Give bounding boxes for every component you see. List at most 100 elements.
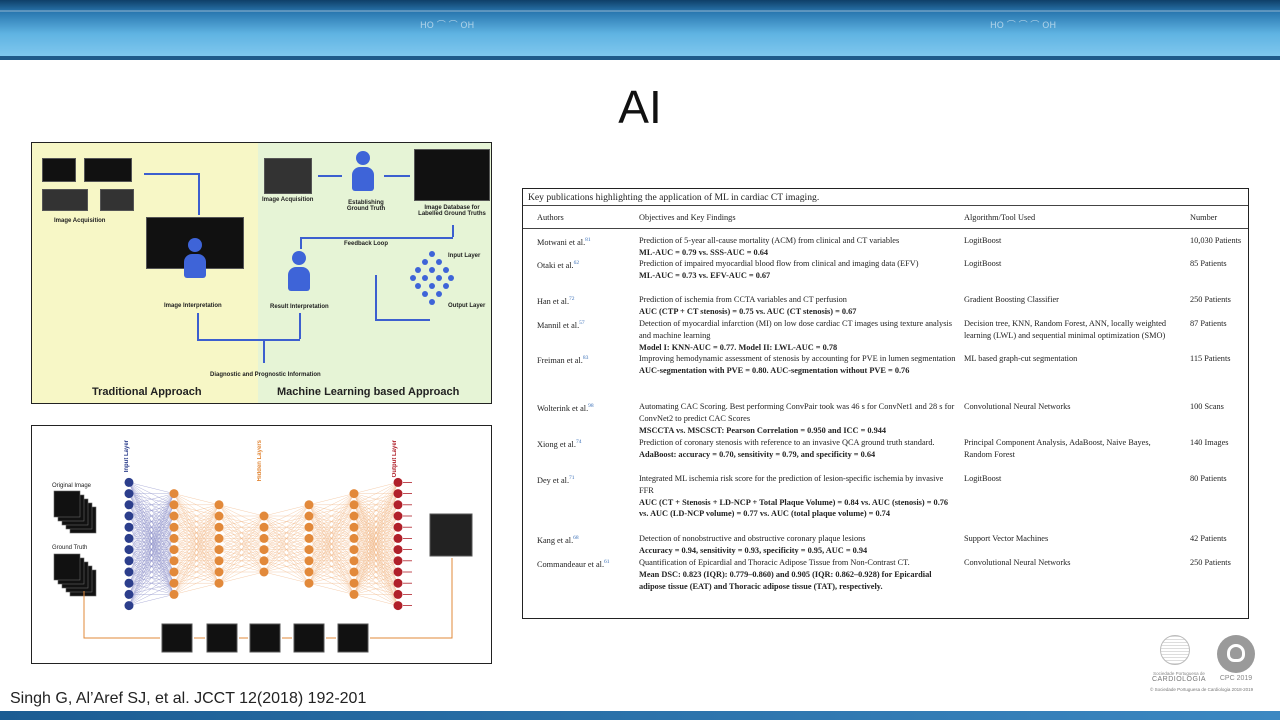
xray-image-tile <box>100 189 134 211</box>
network-node <box>349 589 359 599</box>
objective-cell: Quantification of Epicardial and Thoraci… <box>639 558 932 591</box>
network-edge <box>353 571 399 595</box>
network-edge <box>218 549 265 584</box>
algorithm-cell: Principal Component Analysis, AdaBoost, … <box>964 438 1151 459</box>
network-edge <box>218 527 265 584</box>
objective-cell: Improving hemodynamic assessment of sten… <box>639 354 956 375</box>
network-node <box>169 589 179 599</box>
flow-arrow <box>299 313 301 339</box>
network-edge <box>308 493 355 561</box>
image-acquisition-ml-label: Image Acquisition <box>262 197 314 203</box>
header-authors: Authors <box>537 213 564 222</box>
author-cell: Han et al.72 <box>537 296 575 306</box>
slide-title: AI <box>618 81 662 133</box>
pipeline-arrow <box>83 558 453 639</box>
network-node <box>393 511 403 521</box>
network-edge <box>218 538 265 584</box>
network-node <box>124 533 134 543</box>
network-node <box>304 533 314 543</box>
ml-approach-label: Machine Learning based Approach <box>277 386 460 398</box>
number-cell: 140 Images <box>1190 438 1229 447</box>
network-edge <box>353 538 399 595</box>
network-node <box>169 489 179 499</box>
network-node <box>304 556 314 566</box>
network-node <box>169 533 179 543</box>
network-node <box>214 511 224 521</box>
network-edge <box>218 515 265 573</box>
network-edge <box>218 515 265 561</box>
network-edge <box>218 571 265 584</box>
establishing-ground-truth-label: Establishing Ground Truth <box>346 200 386 212</box>
network-edge <box>218 515 265 539</box>
network-node <box>214 545 224 555</box>
network-node <box>169 545 179 555</box>
network-edge <box>353 482 399 539</box>
ground-truth-label: Ground Truth <box>52 545 88 551</box>
network-edge <box>308 549 355 584</box>
network-node <box>259 511 269 521</box>
network-edge <box>263 504 310 517</box>
network-edge <box>173 504 220 595</box>
network-edge <box>353 527 399 595</box>
number-cell: 250 Patients <box>1190 295 1231 304</box>
network-node <box>214 578 224 588</box>
network-edge <box>128 482 175 494</box>
citation: Singh G, Al’Aref SJ, et al. JCCT 12(2018… <box>10 690 367 707</box>
number-cell: 85 Patients <box>1190 259 1227 268</box>
objective-cell: Prediction of coronary stenosis with ref… <box>639 438 935 459</box>
network-edge <box>308 571 355 584</box>
network-edge <box>308 493 355 573</box>
network-node <box>259 545 269 555</box>
flow-arrow <box>144 173 198 175</box>
network-node <box>124 567 134 577</box>
author-cell: Xiong et al.74 <box>537 439 582 449</box>
objective-cell: Prediction of 5-year all-cause mortality… <box>639 236 900 257</box>
network-node <box>214 533 224 543</box>
network-node <box>124 589 134 599</box>
ground-truth-stack <box>53 553 81 581</box>
diagnostic-info-label: Diagnostic and Prognostic Information <box>210 372 321 378</box>
traditional-approach-label: Traditional Approach <box>92 386 202 398</box>
spc-logo: Sociedade Portuguesa de CARDIOLOGIA <box>1140 633 1220 693</box>
network-edge <box>128 549 175 606</box>
network-edge <box>353 515 399 595</box>
network-edge <box>263 515 310 573</box>
network-node <box>393 500 403 510</box>
network-node <box>349 511 359 521</box>
objective-cell: Detection of nonobstructive and obstruct… <box>639 534 868 555</box>
image-database-tile <box>414 149 490 201</box>
network-node <box>259 556 269 566</box>
network-node <box>124 500 134 510</box>
header-algorithm: Algorithm/Tool Used <box>964 213 1036 222</box>
network-node <box>169 578 179 588</box>
objective-cell: Prediction of impaired myocardial blood … <box>639 259 919 280</box>
network-edge <box>353 482 399 517</box>
copyright-text: © Sociedade Portuguesa de Cardiologia 20… <box>1150 687 1254 692</box>
flow-arrow <box>318 175 342 177</box>
network-edge <box>173 538 220 595</box>
network-edge <box>308 515 355 584</box>
network-node <box>124 511 134 521</box>
approach-diagram: Image Acquisition Image Interpretation I… <box>31 142 492 404</box>
network-edge <box>308 493 355 539</box>
banner-underline <box>0 56 1280 60</box>
flow-arrow <box>263 339 300 341</box>
original-image-stack <box>53 490 81 518</box>
network-edge <box>128 493 175 561</box>
echo-image-tile <box>42 189 88 211</box>
objective-cell: Detection of myocardial infarction (MI) … <box>639 319 952 352</box>
output-layer-caption: Output Layer <box>392 440 398 478</box>
network-edge <box>173 571 220 595</box>
network-node <box>304 511 314 521</box>
input-layer-caption: Input Layer <box>124 440 130 473</box>
network-node <box>169 522 179 532</box>
feedback-loop-label: Feedback Loop <box>344 241 389 247</box>
author-cell: Commandeaur et al.61 <box>537 559 610 569</box>
network-node <box>169 500 179 510</box>
feedback-arrow <box>300 237 302 249</box>
network-edge <box>353 560 399 595</box>
number-cell: 250 Patients <box>1190 558 1231 567</box>
network-edge <box>173 527 220 595</box>
feedback-arrow <box>300 237 453 239</box>
network-edge <box>308 538 355 584</box>
